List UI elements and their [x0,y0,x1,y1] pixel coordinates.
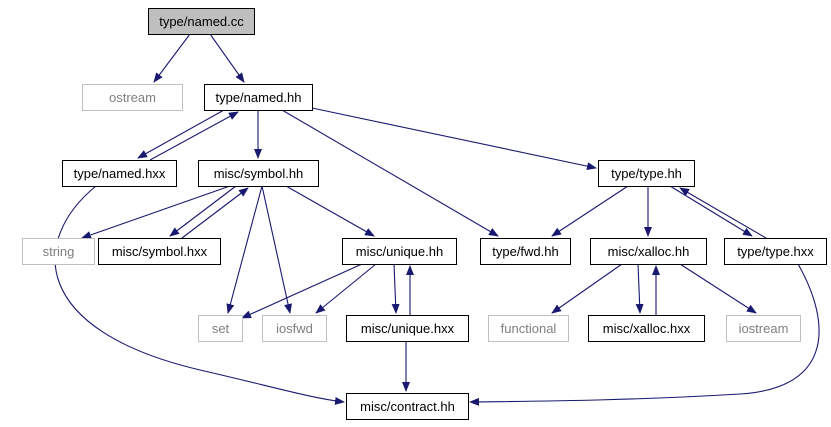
edge-type-type-hh-to-type-type-hxx [669,185,753,237]
edge-misc-xalloc-hh-to-misc-xalloc-hxx [635,263,644,314]
node-label: misc/unique.hxx [361,321,455,336]
node-box [22,238,95,265]
node-box [598,160,695,187]
node-label: set [212,321,230,336]
node-label: iostream [739,321,789,336]
node-misc-contract-hh[interactable]: misc/contract.hh [346,393,469,420]
edge-misc-unique-hh-to-iosfwd [315,263,377,314]
node-misc-symbol-hh[interactable]: misc/symbol.hh [198,160,319,187]
node-label: type/fwd.hh [492,244,559,259]
node-box [204,84,313,111]
node-type-type-hxx[interactable]: type/type.hxx [724,238,827,265]
file-nodes: type/named.cc ostream type/named.hh type/na… [22,8,827,420]
edge-type-named-hxx-to-type-named-hh [149,111,239,161]
node-box [342,238,457,265]
node-box [198,160,319,187]
edge-type-type-hxx-to-type-type-hh [679,187,767,239]
edge-type-type-hxx-to-misc-contract-hh [469,263,820,406]
edge-type-type-hh-to-type-fwd-hh [551,185,629,237]
node-label: type/type.hxx [737,244,814,259]
edge-misc-symbol-hh-to-string [81,185,231,239]
edge-misc-symbol-hh-to-set [226,185,263,314]
node-label: functional [501,321,557,336]
node-label: misc/symbol.hh [214,166,304,181]
node-box [488,315,569,342]
node-label: type/type.hh [611,166,682,181]
node-box [480,238,571,265]
node-ostream: ostream [82,84,183,111]
node-type-fwd-hh[interactable]: type/fwd.hh [480,238,571,265]
edge-misc-unique-hh-to-misc-unique-hxx [391,263,400,314]
node-type-type-hh[interactable]: type/type.hh [598,160,695,187]
node-string: string [22,238,95,265]
node-label: misc/contract.hh [360,399,455,414]
node-box [262,315,327,342]
node-label: type/named.cc [159,14,244,29]
node-misc-unique-hh[interactable]: misc/unique.hh [342,238,457,265]
node-type-named-hxx[interactable]: type/named.hxx [62,160,177,187]
node-box [148,8,255,35]
node-box [726,315,801,342]
edge-misc-symbol-hh-to-iosfwd [261,185,292,314]
edge-type-named-hh-to-type-type-hh [311,107,597,171]
node-label: misc/symbol.hxx [112,244,208,259]
node-label: misc/xalloc.hh [608,244,690,259]
node-box [198,315,243,342]
node-set: set [198,315,243,342]
node-misc-unique-hxx[interactable]: misc/unique.hxx [346,315,469,342]
node-functional: functional [488,315,569,342]
edge-misc-xalloc-hh-to-functional [551,263,623,314]
node-label: misc/unique.hh [356,244,443,259]
dependency-edges [54,33,820,406]
node-box [724,238,827,265]
node-box [588,315,705,342]
edge-type-named-cc-to-type-named-hh [209,33,245,83]
edge-type-named-hh-to-type-fwd-hh [281,109,499,237]
edge-misc-symbol-hxx-to-misc-symbol-hh [181,187,249,239]
edge-type-named-hh-to-type-named-hxx [137,109,225,159]
edge-misc-xalloc-hh-to-iostream [679,263,757,314]
node-box [590,238,707,265]
node-label: ostream [109,90,156,105]
edge-misc-unique-hh-to-set [241,263,363,319]
node-type-named-cc[interactable]: type/named.cc [148,8,255,35]
edge-misc-symbol-hh-to-misc-unique-hh [285,185,375,237]
node-box [62,160,177,187]
node-box [346,315,469,342]
node-label: misc/xalloc.hxx [603,321,691,336]
edge-misc-symbol-hh-to-misc-symbol-hxx [169,185,237,237]
node-label: string [43,244,75,259]
node-misc-xalloc-hxx[interactable]: misc/xalloc.hxx [588,315,705,342]
node-box [98,238,221,265]
node-type-named-hh[interactable]: type/named.hh [204,84,313,111]
edge-type-named-hxx-to-misc-contract-hh [54,185,345,405]
node-misc-xalloc-hh[interactable]: misc/xalloc.hh [590,238,707,265]
node-label: iosfwd [276,321,313,336]
node-iosfwd: iosfwd [262,315,327,342]
node-box [346,393,469,420]
node-box [82,84,183,111]
node-label: type/named.hxx [74,166,166,181]
node-misc-symbol-hxx[interactable]: misc/symbol.hxx [98,238,221,265]
edge-type-named-cc-to-ostream [153,33,191,83]
node-label: type/named.hh [215,90,301,105]
node-iostream: iostream [726,315,801,342]
